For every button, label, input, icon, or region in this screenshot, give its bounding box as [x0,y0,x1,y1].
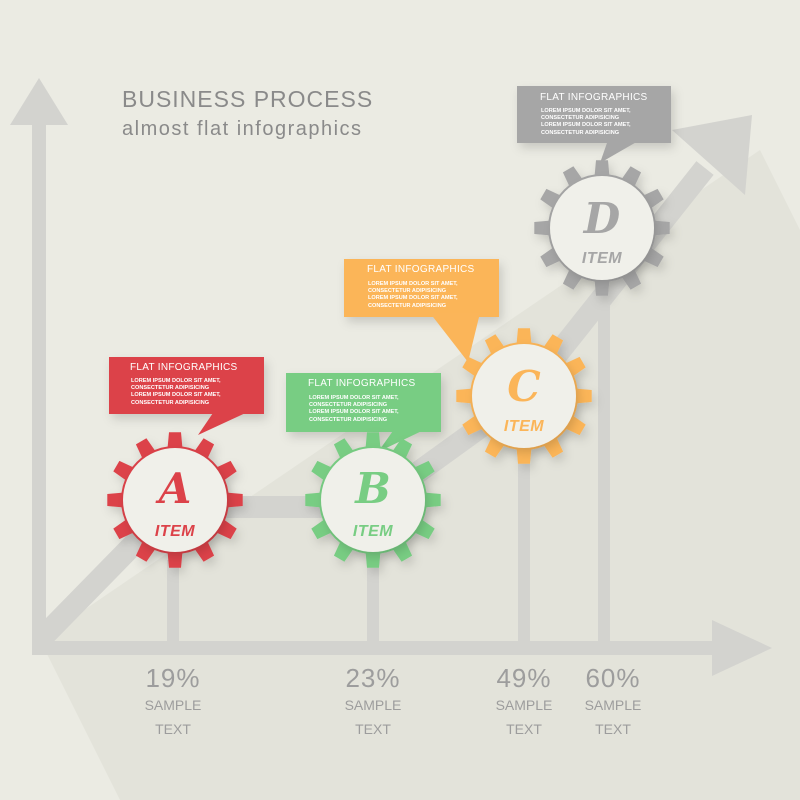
callout-d-line: CONSECTETUR ADIPISICING [541,115,620,122]
label-d: 60% SAMPLE TEXT [553,663,673,741]
label-b-caption-line: TEXT [355,721,391,737]
gear-b-item: ITEM [352,523,394,540]
stems [167,283,610,644]
label-b-percent: 23% [345,663,401,693]
callout-a-line: CONSECTETUR ADIPISICING [131,399,210,406]
label-b-caption-line: SAMPLE [344,697,402,713]
x-axis-line [32,641,732,655]
callout-d [517,86,671,163]
label-d-caption-line: SAMPLE [584,697,642,713]
callout-b-line: LOREM IPSUM DOLOR SIT AMET, [309,395,399,401]
callout-a-line: CONSECTETUR ADIPISICING [131,385,210,392]
gear-a-face [123,448,227,552]
stem-a [167,560,179,644]
callout-b-line: CONSECTETUR ADIPISICING [309,402,388,409]
gear-c-letter: C [507,362,541,411]
gear-b-letter: B [355,464,391,513]
label-b: 23% SAMPLE TEXT [313,663,433,741]
label-d-caption-line: TEXT [595,721,631,737]
callout-d-line: CONSECTETUR ADIPISICING [541,129,620,136]
callout-b-line: CONSECTETUR ADIPISICING [309,416,388,423]
callout-c [344,259,499,362]
callout-d-box [517,86,671,143]
gear-b [305,432,441,568]
gear-d-face [550,176,654,280]
callout-a-body: LOREM IPSUM DOLOR SIT AMET, CONSECTETUR … [131,378,221,407]
callout-d-body: LOREM IPSUM DOLOR SIT AMET, CONSECTETUR … [541,108,631,137]
callout-b-body: LOREM IPSUM DOLOR SIT AMET, CONSECTETUR … [309,395,399,424]
callout-d-pointer [600,140,640,163]
callout-c-pointer [430,313,480,362]
callout-a-title: FLAT INFOGRAPHICS [130,362,238,373]
gear-c-face [472,344,576,448]
label-d-percent: 60% [585,663,641,693]
callout-c-line: CONSECTETUR ADIPISICING [368,302,447,309]
gear-a-item: ITEM [154,523,196,540]
axes [10,78,772,676]
stem-d [598,283,610,644]
callout-c-line: LOREM IPSUM DOLOR SIT AMET, [368,295,458,302]
callout-b-title: FLAT INFOGRAPHICS [308,378,416,389]
x-axis-arrowhead [712,620,772,676]
callout-b-line: LOREM IPSUM DOLOR SIT AMET, [309,409,399,416]
callout-c-line: LOREM IPSUM DOLOR SIT AMET, [368,281,458,287]
callout-d-title: FLAT INFOGRAPHICS [540,92,648,103]
callout-a-box [109,357,264,414]
gear-c-item: ITEM [503,418,545,435]
y-axis-line [32,110,46,655]
callout-c-box [344,259,499,317]
title-subtitle: almost flat infographics [122,118,363,140]
gear-c [456,328,592,464]
gear-d-item: ITEM [581,250,623,267]
callout-b-box [286,373,441,432]
callout-a-pointer [198,410,252,435]
label-c-caption-line: SAMPLE [495,697,553,713]
callout-a-line: LOREM IPSUM DOLOR SIT AMET, [131,392,221,399]
callout-c-title: FLAT INFOGRAPHICS [367,264,475,275]
growth-arrow-head [672,115,752,195]
label-a-caption-line: TEXT [155,721,191,737]
label-c-percent: 49% [496,663,552,693]
callout-a [109,357,264,435]
callout-c-line: CONSECTETUR ADIPISICING [368,288,447,295]
gears [107,160,670,568]
label-a-percent: 19% [145,663,201,693]
y-axis-arrowhead [10,78,68,125]
gear-a-letter: A [158,464,192,513]
title-main: BUSINESS PROCESS [122,86,374,112]
label-c-caption-line: TEXT [506,721,542,737]
stem-b [367,560,379,644]
label-a-caption-line: SAMPLE [144,697,202,713]
stem-c [518,455,530,644]
gear-d-letter: D [583,194,621,243]
callout-d-line: LOREM IPSUM DOLOR SIT AMET, [541,122,631,129]
callout-c-body: LOREM IPSUM DOLOR SIT AMET, CONSECTETUR … [368,281,458,310]
callout-d-line: LOREM IPSUM DOLOR SIT AMET, [541,108,631,114]
gear-d [534,160,670,296]
gear-a [107,432,243,568]
label-c: 49% SAMPLE TEXT [464,663,584,741]
label-a: 19% SAMPLE TEXT [113,663,233,741]
gear-b-face [321,448,425,552]
callout-a-line: LOREM IPSUM DOLOR SIT AMET, [131,378,221,384]
